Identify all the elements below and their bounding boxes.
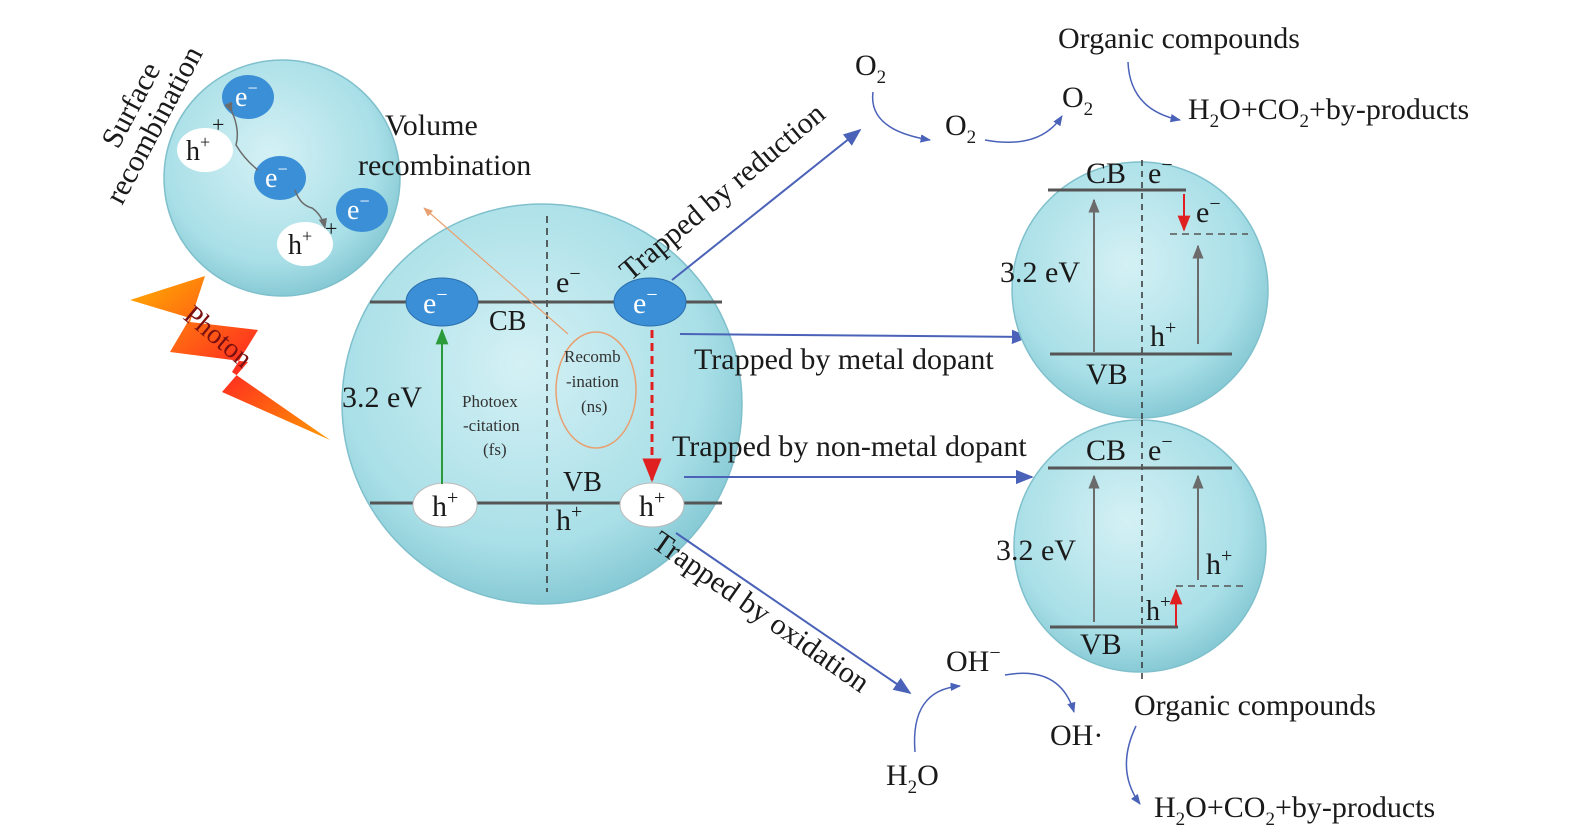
surface-electron-2 xyxy=(254,156,306,200)
volume-label-line2: recombination xyxy=(358,149,531,182)
surface-recombination-path-2 xyxy=(294,189,327,230)
organic-top-arrow xyxy=(1127,61,1182,123)
surface-hole-1 xyxy=(177,128,233,172)
metal-label: Trapped by metal dopant xyxy=(694,343,994,376)
metal-e-dopant-label: e− xyxy=(1196,193,1221,229)
recombination-line3: (ns) xyxy=(581,397,607,416)
photoexcitation-line2: -citation xyxy=(463,416,520,435)
recombination-line1: Recomb xyxy=(564,347,621,366)
surface-recombination-path-1 xyxy=(224,101,259,171)
nonmetal-label: Trapped by non-metal dopant xyxy=(672,430,1027,463)
surface-plus-1: + xyxy=(212,112,224,137)
oxidation-chemistry: OH− OH· H2O Organic compounds H2O+CO2+by… xyxy=(886,642,1435,830)
nonmetal-h-dopant-label: h+ xyxy=(1206,545,1232,581)
surface-e-3: e− xyxy=(347,191,370,226)
surface-e-1: e− xyxy=(235,78,258,113)
main-hole-right xyxy=(619,482,685,528)
o2-label-1: O2 xyxy=(855,49,886,88)
main-gap-label: 3.2 eV xyxy=(342,381,422,414)
surface-electron-1 xyxy=(222,75,274,119)
oh-minus-label: OH− xyxy=(946,642,1001,678)
o2-radical-label: O2 xyxy=(1062,81,1093,120)
metal-gap-label: 3.2 eV xyxy=(1000,256,1080,289)
main-vb-label: VB xyxy=(563,467,602,498)
reduction-chemistry: O2 O2 O2 Organic compounds H2O+CO2+by-pr… xyxy=(855,22,1469,148)
surface-hole-2 xyxy=(277,222,333,266)
metal-dopant-circle-group: CB e− VB 3.2 eV e− h+ xyxy=(1000,154,1269,420)
organic-top: Organic compounds xyxy=(1058,22,1300,55)
metal-arrow xyxy=(679,329,1030,345)
main-electron-right-label: e− xyxy=(633,284,658,320)
nonmetal-e-label: e− xyxy=(1148,431,1173,467)
oh-radical-label: OH· xyxy=(1050,719,1103,752)
photoexcitation-line1: Photoex xyxy=(462,392,518,411)
oxidation-arrow xyxy=(675,532,912,695)
nonmetal-gap-label: 3.2 eV xyxy=(996,534,1076,567)
surface-electron-3 xyxy=(336,188,388,232)
organic-bottom: Organic compounds xyxy=(1134,689,1376,722)
main-electron-left xyxy=(405,277,479,327)
main-hole-right-label: h+ xyxy=(639,487,665,523)
main-electron-right xyxy=(613,277,687,327)
volume-recombination-link xyxy=(423,207,569,335)
surface-e-2: e− xyxy=(265,159,288,194)
main-hole-left-label: h+ xyxy=(432,487,458,523)
oxidation-label: Trapped by oxidation xyxy=(646,525,876,700)
nonmetal-cb-label: CB xyxy=(1086,434,1126,467)
nonmetal-vb-label: VB xyxy=(1080,628,1122,661)
products-top: H2O+CO2+by-products xyxy=(1188,93,1469,132)
reduction-arrow xyxy=(671,128,862,281)
metal-e-label: e− xyxy=(1148,154,1173,190)
metal-cb-label: CB xyxy=(1086,157,1126,190)
metal-circle xyxy=(1011,161,1269,419)
photon-group: Photon xyxy=(130,276,330,440)
h2o-arrow xyxy=(913,682,962,753)
main-particle-group: CB VB 3.2 eV e− h+ e− e− h+ h+ Photoex -… xyxy=(341,203,743,605)
organic-bottom-arrow xyxy=(1125,725,1141,805)
nonmetal-dopant-circle-group: CB e− VB 3.2 eV h+ h+ xyxy=(996,419,1267,680)
surface-plus-2: + xyxy=(325,216,337,241)
volume-label-line1: Volume xyxy=(385,109,478,142)
products-bottom: H2O+CO2+by-products xyxy=(1154,791,1435,830)
recombination-ellipse xyxy=(555,331,637,449)
o2-label-2: O2 xyxy=(945,109,976,148)
main-e-label: e− xyxy=(556,263,581,299)
o2-arrow-2 xyxy=(984,115,1063,143)
main-h-label: h+ xyxy=(556,501,582,537)
recombination-line2: -ination xyxy=(566,372,619,391)
o2-arrow-1 xyxy=(871,91,932,143)
main-cb-label: CB xyxy=(489,306,526,337)
h2o-label: H2O xyxy=(886,759,939,798)
oh-arrow xyxy=(1004,672,1076,714)
reduction-label: Trapped by reduction xyxy=(613,97,831,288)
main-hole-left xyxy=(412,482,478,528)
metal-h-label: h+ xyxy=(1150,317,1176,353)
main-electron-left-label: e− xyxy=(423,284,448,320)
surface-recombination-group: Surface recombination e− h+ + e− e− h+ +… xyxy=(95,41,531,297)
metal-vb-label: VB xyxy=(1086,358,1128,391)
surface-h-1: h+ xyxy=(186,132,210,167)
photon-bolt-icon xyxy=(130,276,330,440)
surface-h-2: h+ xyxy=(288,226,312,261)
photoexcitation-line3: (fs) xyxy=(483,440,507,459)
nonmetal-h-label: h+ xyxy=(1146,592,1171,627)
